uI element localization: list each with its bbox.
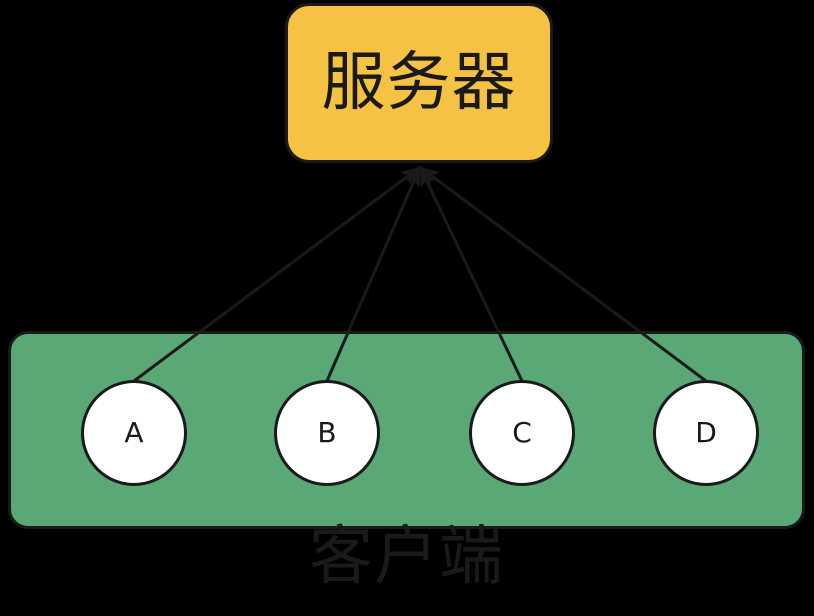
client-node-b[interactable]: B (274, 380, 380, 486)
client-node-c[interactable]: C (469, 380, 575, 486)
client-node-d[interactable]: D (653, 380, 759, 486)
client-node-d-label: D (695, 416, 717, 449)
client-node-a[interactable]: A (81, 380, 187, 486)
server-label: 服务器 (321, 46, 517, 120)
client-node-b-label: B (317, 416, 337, 449)
client-group-label: 客户端 (309, 520, 504, 594)
client-node-a-label: A (124, 416, 144, 449)
client-node-c-label: C (512, 416, 532, 449)
server-node[interactable]: 服务器 (285, 3, 553, 163)
